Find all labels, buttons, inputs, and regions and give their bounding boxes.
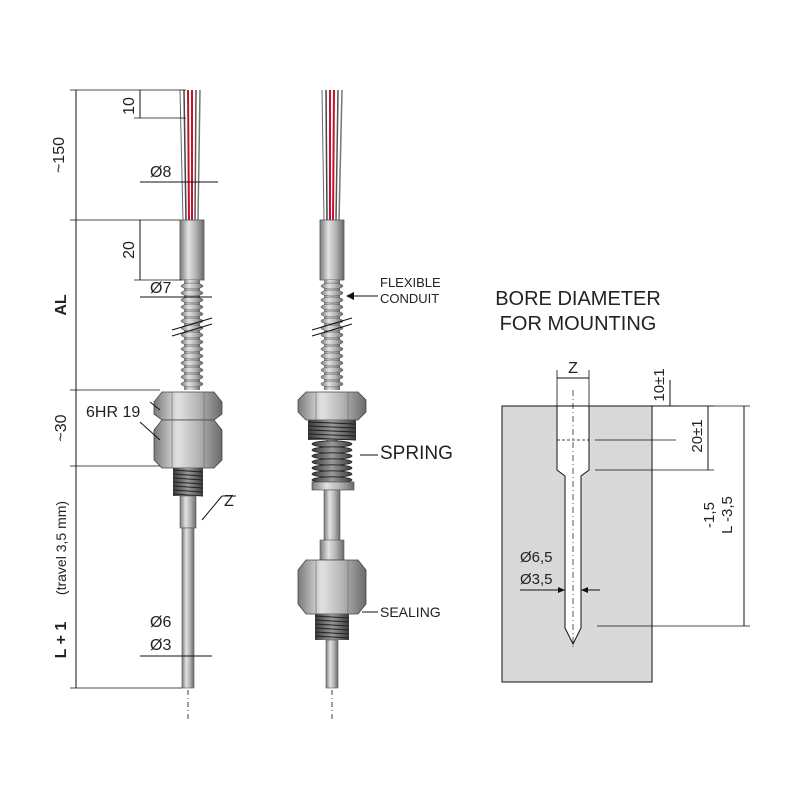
dim-sleeve: 20 xyxy=(121,241,138,259)
left-thread xyxy=(172,468,204,497)
bore-title-line1: BORE DIAMETER xyxy=(495,288,661,310)
label-conduit: CONDUIT xyxy=(380,291,439,306)
bore-dim-depth: L -3,5 xyxy=(719,496,736,534)
bore-dim-counterbore: 20±1 xyxy=(689,419,706,452)
left-wires xyxy=(179,89,201,221)
bore-view: BORE DIAMETER FOR MOUNTING Z 10±1 20±1 -… xyxy=(495,288,750,683)
left-lower-nut xyxy=(153,419,223,469)
middle-conduit xyxy=(320,280,344,390)
middle-wires xyxy=(321,89,343,221)
bore-dim-top: 10±1 xyxy=(651,368,668,401)
dim-conduit-dia: Ø7 xyxy=(150,280,171,297)
left-view: 10 ~150 Ø8 20 Ø7 AL 6HR 19 ~30 Z Ø6 Ø3 L… xyxy=(51,89,236,720)
dim-fitting: ~30 xyxy=(53,414,70,441)
dim-length-note: (travel 3,5 mm) xyxy=(53,501,69,595)
left-sleeve xyxy=(179,219,205,281)
bore-dim-outer: Ø6,5 xyxy=(520,549,553,566)
middle-sleeve xyxy=(319,219,345,281)
bore-title-line2: FOR MOUNTING xyxy=(500,313,657,335)
left-conduit xyxy=(180,280,204,390)
label-flexible: FLEXIBLE xyxy=(380,275,441,290)
dim-total-lead: ~150 xyxy=(51,137,68,173)
left-upper-nut xyxy=(153,391,223,421)
bore-dim-depth-tol: -1,5 xyxy=(701,502,718,528)
dim-wires: 10 xyxy=(121,97,138,115)
middle-upper-nut xyxy=(297,391,367,421)
dim-wire-bundle-dia: Ø8 xyxy=(150,164,171,181)
middle-sealing-nut xyxy=(297,559,367,615)
dim-al: AL xyxy=(53,294,70,316)
bore-dim-inner: Ø3,5 xyxy=(520,571,553,588)
label-sealing: SEALING xyxy=(380,604,441,620)
dim-probe-inner: Ø3 xyxy=(150,637,171,654)
middle-probe xyxy=(325,639,339,689)
dim-nut: 6HR 19 xyxy=(86,404,140,421)
middle-view: FLEXIBLE CONDUIT SPRING SEALING xyxy=(297,89,453,720)
left-dimensions xyxy=(70,89,236,689)
dim-length: L + 1 xyxy=(53,622,70,659)
middle-spring xyxy=(311,440,353,484)
dim-z-left: Z xyxy=(224,493,234,510)
bore-dim-z: Z xyxy=(568,360,578,377)
label-spring: SPRING xyxy=(380,443,453,464)
dim-probe-outer: Ø6 xyxy=(150,614,171,631)
left-probe xyxy=(181,527,195,689)
